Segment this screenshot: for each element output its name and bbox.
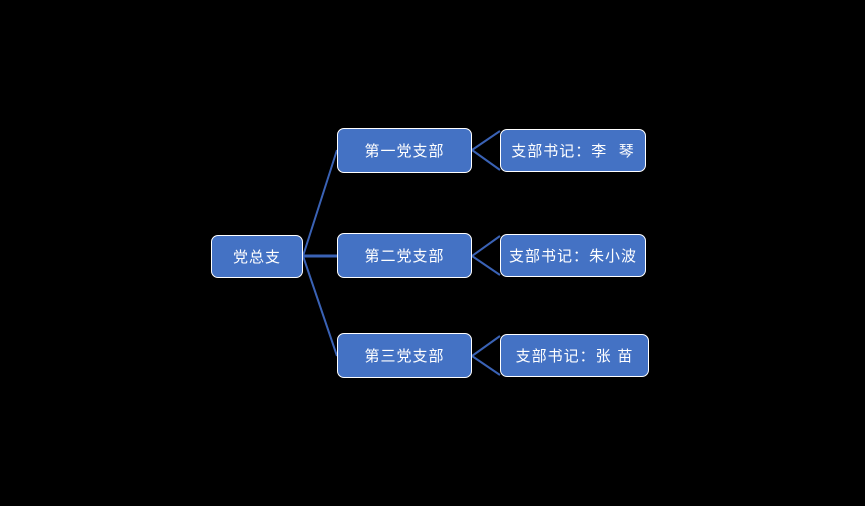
connector-branch-3-upper: [471, 335, 501, 357]
connector-root-to-branch-3: [302, 255, 338, 357]
node-leaf-1-label: 支部书记：李 琴: [511, 142, 635, 160]
node-branch-1-label: 第一党支部: [364, 142, 445, 160]
connector-branch-1-upper: [471, 130, 501, 151]
connector-branch-2-lower: [471, 255, 501, 276]
node-leaf-2-label: 支部书记：朱小波: [508, 247, 637, 265]
connector-root-to-branch-1: [302, 149, 338, 257]
node-branch-2[interactable]: 第二党支部: [337, 233, 472, 278]
node-root-label: 党总支: [232, 248, 281, 266]
node-branch-2-label: 第二党支部: [364, 247, 445, 265]
node-leaf-3-label: 支部书记：张 苗: [515, 347, 634, 365]
connector-branch-2-upper: [471, 235, 501, 257]
node-branch-3-label: 第三党支部: [364, 347, 445, 365]
node-leaf-1[interactable]: 支部书记：李 琴: [500, 129, 646, 172]
node-branch-1[interactable]: 第一党支部: [337, 128, 472, 173]
node-root[interactable]: 党总支: [211, 235, 303, 278]
node-leaf-3[interactable]: 支部书记：张 苗: [500, 334, 649, 377]
node-branch-3[interactable]: 第三党支部: [337, 333, 472, 378]
node-leaf-2[interactable]: 支部书记：朱小波: [500, 234, 646, 277]
connector-branch-3-lower: [471, 355, 501, 376]
connector-branch-1-lower: [471, 149, 501, 171]
